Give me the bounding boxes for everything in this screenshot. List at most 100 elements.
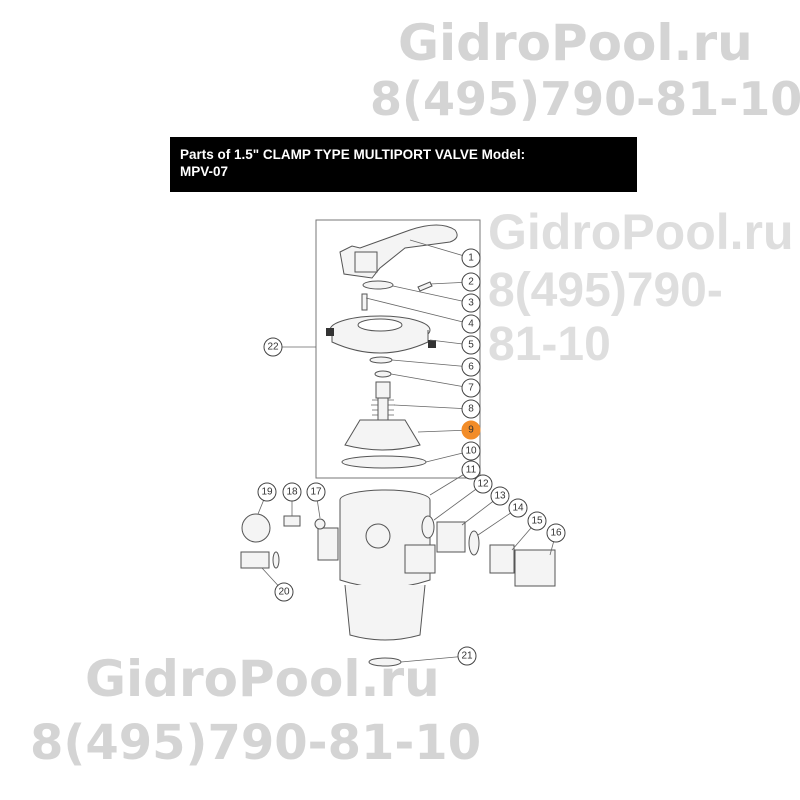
leader-line-4: [365, 297, 472, 325]
callout-circle: [461, 378, 481, 398]
watermark-phone-bottom: 8(495)790-81-10: [30, 715, 482, 771]
callout-number: 14: [512, 503, 524, 514]
part-port-left: [317, 527, 339, 561]
callout-circle: [461, 293, 481, 313]
part-cover-tab-right: [428, 340, 436, 348]
part-plug-18: [283, 515, 301, 527]
callout-18: 18: [282, 482, 302, 502]
callout-number: 6: [468, 362, 474, 373]
callout-circle: [306, 482, 326, 502]
callout-circle: [461, 441, 481, 461]
callout-circle: [257, 482, 277, 502]
callout-16: 16: [546, 523, 566, 543]
callout-1: 1: [461, 248, 481, 268]
callout-circle: [546, 523, 566, 543]
watermark-phone-top: 8(495)790-81-10: [370, 72, 800, 126]
callout-number: 10: [465, 446, 477, 457]
part-washer: [362, 280, 394, 290]
watermark-site-middle: GidroPool.ru: [488, 204, 794, 260]
callout-number: 9: [468, 425, 474, 436]
callout-number: 1: [468, 253, 474, 264]
callout-3: 3: [461, 293, 481, 313]
callout-20: 20: [274, 582, 294, 602]
callout-number: 2: [468, 277, 474, 288]
assembly-box: [315, 219, 481, 479]
callout-number: 21: [461, 651, 473, 662]
callout-8: 8: [461, 399, 481, 419]
part-gasket-10: [341, 455, 427, 469]
watermark-site-bottom: GidroPool.ru: [85, 650, 440, 708]
part-union-15: [489, 544, 515, 574]
part-pin: [417, 281, 433, 292]
callout-9: 9: [461, 420, 481, 440]
part-oring-14: [468, 530, 480, 556]
callout-4: 4: [461, 314, 481, 334]
callout-circle: [274, 582, 294, 602]
callout-circle: [263, 337, 283, 357]
callout-number: 4: [468, 319, 474, 330]
leader-line-3: [392, 285, 472, 304]
callout-circle: [461, 420, 481, 440]
callout-number: 13: [494, 491, 506, 502]
callout-13: 13: [490, 486, 510, 506]
callout-number: 18: [286, 487, 298, 498]
callout-circle: [461, 357, 481, 377]
leader-line-7: [390, 373, 472, 389]
leader-line-12: [433, 483, 484, 521]
part-gauge-19: [241, 513, 271, 543]
part-union-16: [514, 549, 556, 587]
callout-circle: [490, 486, 510, 506]
leader-line-21: [400, 655, 468, 663]
callout-number: 7: [468, 383, 474, 394]
leader-line-6: [391, 359, 472, 368]
callout-number: 22: [267, 342, 279, 353]
callout-number: 17: [310, 487, 322, 498]
callout-circle: [457, 646, 477, 666]
callout-circle: [461, 399, 481, 419]
callout-number: 3: [468, 298, 474, 309]
callout-14: 14: [508, 498, 528, 518]
callout-number: 19: [261, 487, 273, 498]
callout-10: 10: [461, 441, 481, 461]
part-oring-12: [421, 515, 435, 539]
callout-number: 16: [550, 528, 562, 539]
callout-6: 6: [461, 357, 481, 377]
part-port-front: [365, 523, 391, 549]
callout-19: 19: [257, 482, 277, 502]
callout-circle: [527, 511, 547, 531]
leader-line-1: [409, 239, 472, 259]
title-banner: Parts of 1.5" CLAMP TYPE MULTIPORT VALVE…: [170, 137, 637, 192]
watermark-phone-middle: 8(495)790-81-10: [488, 264, 723, 371]
part-union-13: [436, 521, 466, 553]
callout-circle: [461, 335, 481, 355]
part-port-right: [404, 544, 436, 574]
callout-number: 8: [468, 404, 474, 415]
callout-22: 22: [263, 337, 283, 357]
callout-number: 20: [278, 587, 290, 598]
callout-11: 11: [461, 460, 481, 480]
callout-17: 17: [306, 482, 326, 502]
part-shaft: [375, 381, 391, 399]
part-diverter: [344, 419, 421, 451]
callout-number: 12: [477, 479, 489, 490]
part-oring-6: [369, 356, 393, 364]
callout-circle: [282, 482, 302, 502]
callout-circle: [508, 498, 528, 518]
part-cover: [331, 330, 429, 354]
part-ring-20: [272, 551, 280, 569]
callout-12: 12: [473, 474, 493, 494]
title-line-2: MPV-07: [180, 164, 229, 179]
callout-5: 5: [461, 335, 481, 355]
leader-line-8: [393, 404, 472, 410]
callout-7: 7: [461, 378, 481, 398]
callout-circle: [473, 474, 493, 494]
part-oring-7: [374, 370, 392, 378]
callout-circle: [461, 314, 481, 334]
title-line-1: Parts of 1.5" CLAMP TYPE MULTIPORT VALVE…: [180, 147, 526, 162]
callout-15: 15: [527, 511, 547, 531]
callout-number: 15: [531, 516, 543, 527]
part-handle-body: [354, 251, 378, 273]
callout-circle: [461, 272, 481, 292]
